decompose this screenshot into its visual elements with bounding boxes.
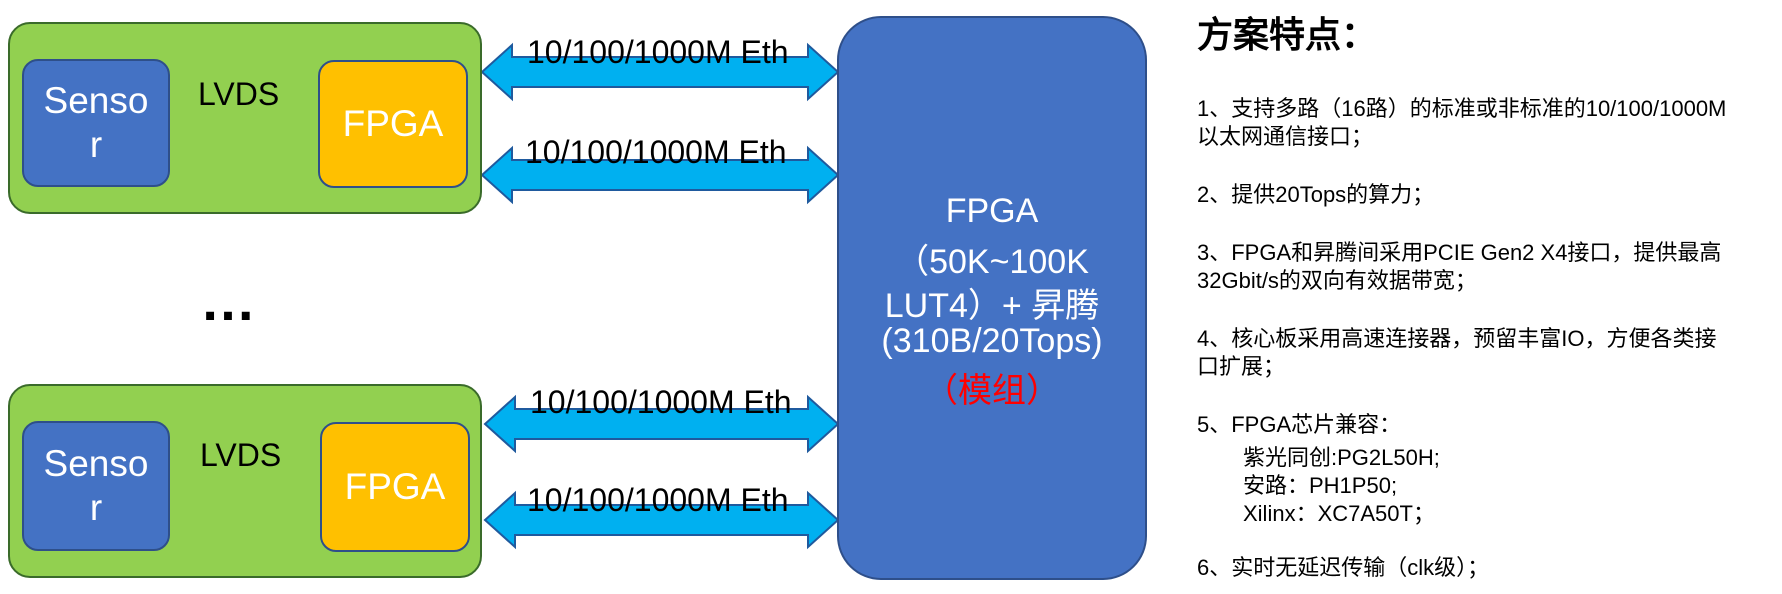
feature-5-sub-1: 紫光同创:PG2L50H;: [1243, 445, 1440, 470]
fpga-block-2: FPGA: [320, 422, 470, 552]
eth-label-2: 10/100/1000M Eth: [525, 134, 787, 170]
fpga-block-1: FPGA: [318, 60, 468, 188]
eth-label-1: 10/100/1000M Eth: [527, 34, 789, 70]
feature-3-line-2: 32Gbit/s的双向有效据带宽；: [1197, 268, 1477, 293]
features-title: 方案特点：: [1197, 14, 1378, 55]
central-line-2: （50K~100K: [895, 243, 1089, 281]
sensor-block-2: Senso r: [22, 421, 170, 551]
feature-4-line-1: 4、核心板采用高速连接器，预留丰富IO，方便各类接: [1197, 326, 1717, 351]
feature-5-sub-3: Xilinx：XC7A50T；: [1243, 501, 1435, 526]
feature-1-line-2: 以太网通信接口；: [1197, 124, 1374, 149]
central-line-4: (310B/20Tops): [881, 322, 1103, 360]
eth-label-3: 10/100/1000M Eth: [530, 384, 792, 420]
feature-3-line-1: 3、FPGA和昇腾间采用PCIE Gen2 X4接口，提供最高: [1197, 240, 1722, 265]
feature-5-line-1: 5、FPGA芯片兼容：: [1197, 412, 1402, 437]
feature-5-sub-2: 安路：PH1P50;: [1243, 473, 1398, 498]
lvds-label-1: LVDS: [198, 76, 280, 112]
feature-1-line-1: 1、支持多路（16路）的标准或非标准的10/100/1000M: [1197, 96, 1727, 121]
central-line-3: LUT4）+ 昇腾: [884, 287, 1100, 325]
lvds-label-2: LVDS: [200, 437, 282, 473]
central-line-1: FPGA: [945, 192, 1039, 230]
central-fpga-module: [837, 16, 1147, 580]
central-line-5: （模组）: [924, 372, 1060, 410]
sensor-block-1: Senso r: [22, 59, 170, 187]
feature-2-line-1: 2、提供20Tops的算力；: [1197, 182, 1435, 207]
feature-4-line-2: 口扩展；: [1197, 354, 1286, 379]
ellipsis: …: [200, 269, 258, 332]
eth-label-4: 10/100/1000M Eth: [527, 482, 789, 518]
feature-6-line-1: 6、实时无延迟传输（clk级）；: [1197, 555, 1490, 580]
